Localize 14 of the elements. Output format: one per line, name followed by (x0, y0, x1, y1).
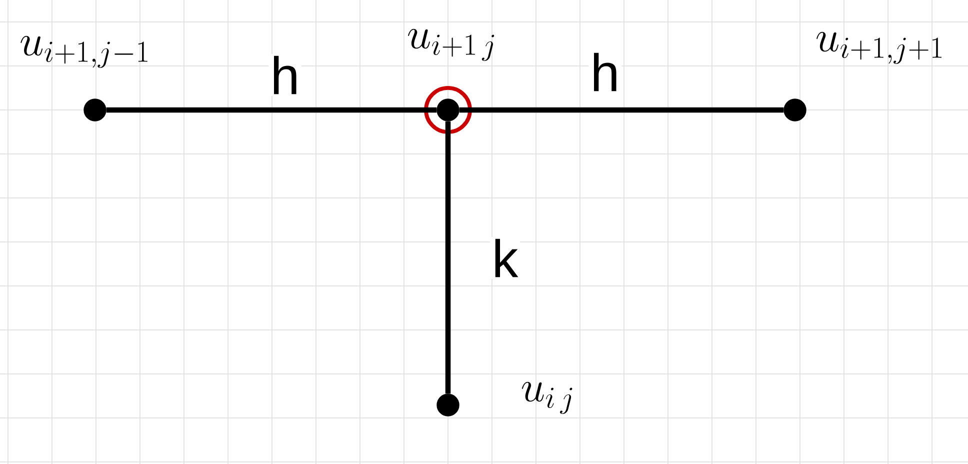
edge-label: k (490, 237, 520, 279)
grid-point (84, 98, 106, 122)
point-label: $u_{i+1\, j}$ (408, 28, 494, 61)
edge-label: h (268, 54, 302, 96)
line (459, 107, 784, 113)
point-label: $u_{i+1, j+1}$ (816, 32, 942, 64)
point-label: $u_{i+1, j-1}$ (20, 36, 148, 68)
edge-label: h (588, 51, 622, 93)
grid-point (784, 98, 806, 122)
grid-point (436, 394, 460, 416)
line (445, 121, 451, 394)
grid-point (436, 98, 460, 122)
point-label: $u_{i\, j}$ (522, 382, 572, 414)
line (106, 107, 437, 113)
